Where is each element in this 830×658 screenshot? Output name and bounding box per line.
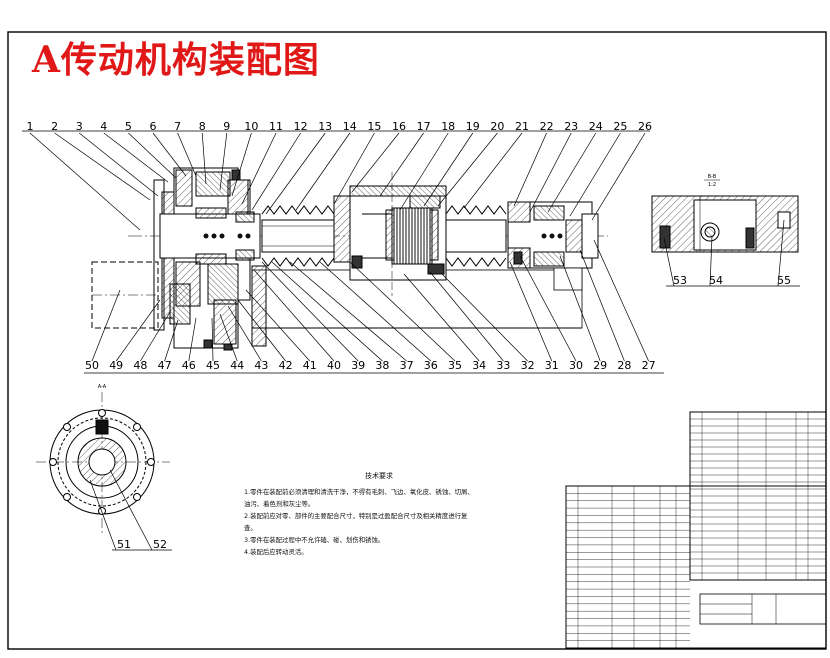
notes-line: 1.零件在装配前必须清理和清洗干净，不得有毛刺、飞边、氧化皮、锈蚀、切屑、油污、… xyxy=(244,488,474,508)
callout-bottom: 45 xyxy=(206,359,220,372)
callout-bottom: 36 xyxy=(424,359,438,372)
callout-bottom: 38 xyxy=(375,359,389,372)
parts-list-table xyxy=(565,411,827,649)
section-bb-label: B-B xyxy=(708,174,717,180)
notes-title: 技术要求 xyxy=(365,472,393,480)
callout-top: 3 xyxy=(76,120,83,133)
callout-section-bb: 55 xyxy=(777,274,791,287)
callout-top: 9 xyxy=(223,120,230,133)
callout-top: 15 xyxy=(367,120,381,133)
callout-bottom: 42 xyxy=(279,359,293,372)
callout-bottom: 43 xyxy=(254,359,268,372)
callout-top: 12 xyxy=(294,120,308,133)
section-aa-view: A-A xyxy=(36,384,170,534)
callout-bottom: 44 xyxy=(230,359,244,372)
callout-section-bb: 54 xyxy=(709,274,723,287)
callout-top: 23 xyxy=(564,120,578,133)
section-bb-view: B-B 1:2 xyxy=(651,174,799,253)
callout-bottom: 32 xyxy=(521,359,535,372)
callout-section-aa: 52 xyxy=(153,538,167,551)
callout-bottom: 30 xyxy=(569,359,583,372)
callout-bottom: 50 xyxy=(85,359,99,372)
callout-bottom: 41 xyxy=(303,359,317,372)
drawing-title: A传动机构装配图 xyxy=(32,39,320,81)
technical-requirements: 技术要求 1.零件在装配前必须清理和清洗干净，不得有毛刺、飞边、氧化皮、锈蚀、切… xyxy=(244,470,474,558)
callout-top: 26 xyxy=(638,120,652,133)
notes-line: 2.装配前应对零、部件的主要配合尺寸，特别是过盈配合尺寸及相关精度进行复查。 xyxy=(244,512,468,532)
callout-top: 14 xyxy=(343,120,357,133)
callout-top: 11 xyxy=(269,120,283,133)
callout-top: 17 xyxy=(417,120,431,133)
notes-line: 3.零件在装配过程中不允许磕、碰、划伤和锈蚀。 xyxy=(244,536,385,544)
callout-top: 2 xyxy=(51,120,58,133)
callout-top: 24 xyxy=(589,120,603,133)
callout-top: 22 xyxy=(540,120,554,133)
callout-top: 10 xyxy=(244,120,258,133)
callout-bottom: 49 xyxy=(109,359,123,372)
callout-top: 1 xyxy=(27,120,34,133)
section-bb-scale: 1:2 xyxy=(708,182,716,188)
notes-line: 4.装配后应转动灵活。 xyxy=(244,548,308,556)
callout-bottom: 37 xyxy=(400,359,414,372)
callout-top: 6 xyxy=(150,120,157,133)
main-view xyxy=(91,167,608,351)
callout-bottom: 48 xyxy=(133,359,147,372)
callout-bottom: 27 xyxy=(642,359,656,372)
callout-top: 13 xyxy=(318,120,332,133)
callout-section-bb: 53 xyxy=(673,274,687,287)
callout-bottom: 34 xyxy=(472,359,486,372)
callout-top: 16 xyxy=(392,120,406,133)
callout-top: 8 xyxy=(199,120,206,133)
callout-bottom: 28 xyxy=(617,359,631,372)
callout-bottom: 39 xyxy=(351,359,365,372)
callout-top: 18 xyxy=(441,120,455,133)
callout-bottom: 40 xyxy=(327,359,341,372)
section-aa-label: A-A xyxy=(98,384,107,390)
callout-bottom: 47 xyxy=(158,359,172,372)
callout-top: 4 xyxy=(100,120,107,133)
sheet-border xyxy=(7,31,827,650)
callout-bottom: 46 xyxy=(182,359,196,372)
callout-top: 21 xyxy=(515,120,529,133)
callout-top: 20 xyxy=(490,120,504,133)
callout-top: 19 xyxy=(466,120,480,133)
callout-top: 7 xyxy=(174,120,181,133)
callout-bottom: 33 xyxy=(496,359,510,372)
callout-bottom: 35 xyxy=(448,359,462,372)
callout-section-aa: 51 xyxy=(117,538,131,551)
callout-bottom: 29 xyxy=(593,359,607,372)
callout-bottom: 31 xyxy=(545,359,559,372)
callout-top: 5 xyxy=(125,120,132,133)
callout-top: 25 xyxy=(613,120,627,133)
